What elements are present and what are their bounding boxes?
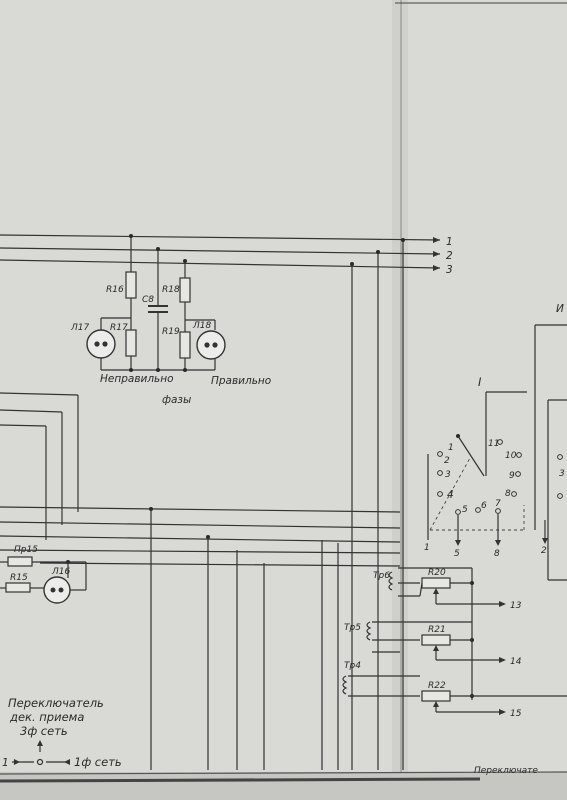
left-lamp-circuit	[0, 556, 87, 604]
transformer-tr6	[388, 571, 394, 591]
left-wiring	[0, 392, 401, 770]
torn-bottom-edge	[0, 772, 567, 800]
resistor-r19	[179, 331, 191, 359]
label-r18: R18	[162, 285, 180, 295]
label-r16: R16	[106, 285, 124, 295]
resistor-r18	[179, 277, 191, 303]
transformer-tr5	[366, 621, 372, 641]
switch-out-8: 8	[494, 549, 500, 559]
selector-line2: дек. приема	[9, 710, 84, 724]
lamp-l17	[86, 329, 116, 359]
right-edge-block	[534, 324, 567, 581]
right-edge-partial-label: И	[556, 303, 564, 315]
label-r21: R21	[428, 625, 446, 635]
trafo-resistor-section	[342, 567, 567, 715]
resistor-r17	[125, 329, 137, 357]
lamp-l18	[196, 330, 226, 360]
label-r15: R15	[10, 573, 28, 583]
label-wrong: Неправильно	[100, 373, 174, 385]
label-right: Правильно	[211, 375, 271, 387]
label-tr5: Тр5	[344, 623, 361, 633]
label-c8: C8	[142, 295, 154, 305]
switch-contact-6: 6	[481, 501, 487, 511]
switch-contact-1: 1	[448, 443, 454, 453]
label-out-15: 15	[510, 709, 522, 719]
footer-partial-label: Переключате	[474, 766, 538, 776]
label-tr6: Тр6	[373, 571, 390, 581]
switch-roman-label: I	[478, 375, 482, 389]
switch-contact-11: 11	[488, 439, 499, 449]
label-r22: R22	[428, 681, 446, 691]
label-r20: R20	[428, 568, 446, 578]
selector-line3: 3ф сеть	[20, 724, 68, 738]
bus-droppers	[350, 238, 405, 770]
bus-1-label: 1	[446, 236, 453, 248]
selector-switch-symbol	[12, 740, 70, 766]
switch-out-1: 1	[424, 543, 430, 553]
switch-out-5: 5	[454, 549, 460, 559]
transformer-tr4	[342, 675, 348, 695]
rotary-switch-i	[427, 391, 527, 546]
switch-contact-9: 9	[509, 471, 515, 481]
switch-contact-8: 8	[505, 489, 511, 499]
switch-contact-4: 4	[447, 489, 454, 501]
label-pr15: Пр15	[14, 545, 38, 555]
label-l18: Л18	[192, 321, 211, 331]
switch-contact-7: 7	[495, 499, 501, 509]
selector-title: Переключатель	[8, 696, 104, 710]
resistor-r16	[125, 271, 137, 299]
right-edge-contact-3: 3	[559, 469, 565, 479]
label-r19: R19	[162, 327, 180, 337]
selector-right-label: 1ф сеть	[74, 755, 122, 769]
switch-contact-2: 2	[444, 456, 450, 466]
switch-contact-3: 3	[445, 470, 451, 480]
resistor-r22	[421, 690, 451, 702]
paper-fold-shadow	[392, 0, 408, 800]
label-out-13: 13	[510, 601, 522, 611]
label-out-14: 14	[510, 657, 522, 667]
phase-indicator-circuit	[86, 234, 226, 372]
right-edge-contact-2: 2	[541, 546, 547, 556]
label-l17: Л17	[70, 323, 89, 333]
label-tr4: Тр4	[344, 661, 361, 671]
resistor-r20	[421, 577, 451, 589]
main-bus-lines	[0, 234, 441, 271]
label-r17: R17	[110, 323, 128, 333]
bus-3-label: 3	[446, 264, 453, 276]
switch-contact-10: 10	[505, 451, 517, 461]
label-phases: фазы	[162, 394, 191, 406]
resistor-r15	[5, 582, 31, 593]
selector-left-num: 1	[2, 757, 9, 769]
bus-2-label: 2	[446, 250, 453, 262]
lamp-l16	[43, 576, 71, 604]
resistor-r21	[421, 634, 451, 646]
label-l16: Л16	[51, 567, 70, 577]
switch-contact-5: 5	[462, 505, 468, 515]
fuse-pr15	[7, 556, 33, 567]
